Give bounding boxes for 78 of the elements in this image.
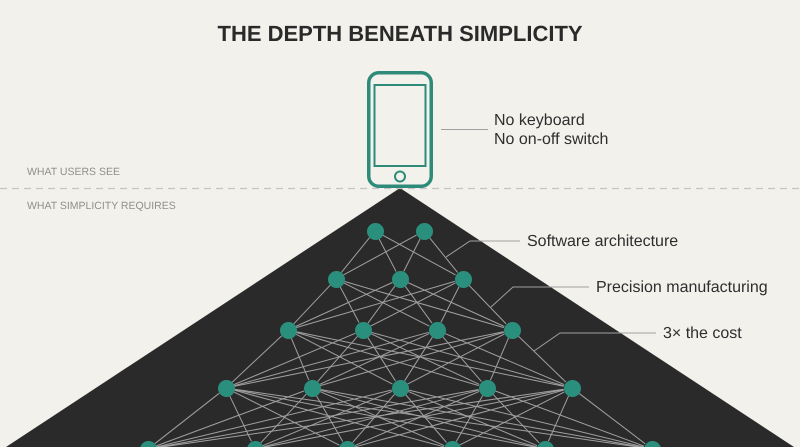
callout-label: 3× the cost bbox=[663, 324, 742, 342]
callout-label: Software architecture bbox=[527, 232, 678, 250]
connection-line bbox=[352, 394, 395, 444]
connection-line bbox=[319, 333, 430, 385]
connection-line bbox=[340, 237, 370, 273]
connection-line bbox=[319, 390, 445, 446]
callout-label: No keyboard bbox=[494, 110, 586, 130]
connection-line bbox=[428, 237, 458, 273]
connection-line bbox=[262, 390, 480, 447]
connection-line bbox=[320, 332, 504, 386]
connection-line bbox=[492, 394, 540, 444]
connection-line bbox=[296, 332, 480, 386]
connection-line bbox=[518, 335, 566, 383]
connection-line bbox=[229, 395, 252, 442]
connection-line bbox=[343, 234, 417, 276]
leader-line bbox=[534, 332, 656, 352]
section-label: WHAT USERS SEE bbox=[27, 166, 120, 178]
connection-line bbox=[154, 392, 220, 444]
connection-line bbox=[368, 285, 396, 324]
leader-line bbox=[490, 286, 590, 308]
connection-line bbox=[440, 286, 460, 323]
connection-line bbox=[407, 282, 505, 327]
connection-line bbox=[382, 234, 456, 276]
connection-line bbox=[317, 336, 358, 382]
connection-line bbox=[494, 390, 644, 447]
connection-line bbox=[459, 391, 565, 446]
connection-line bbox=[234, 332, 430, 386]
section-label: WHAT SIMPLICITY REQUIRES bbox=[27, 200, 176, 212]
connection-line bbox=[296, 280, 456, 328]
connection-line bbox=[343, 282, 430, 327]
connection-line bbox=[404, 336, 433, 382]
connection-line bbox=[156, 390, 392, 447]
callout-label: No on-off switch bbox=[494, 130, 608, 148]
connection-line bbox=[370, 332, 564, 386]
connection-line bbox=[456, 394, 484, 442]
connection-line bbox=[156, 390, 304, 446]
connection-line bbox=[296, 331, 564, 387]
connection-line bbox=[290, 337, 310, 381]
connection-line bbox=[262, 389, 564, 447]
callout-label: Precision manufacturing bbox=[596, 278, 768, 296]
connection-line bbox=[442, 336, 482, 382]
connection-line bbox=[370, 282, 456, 327]
connection-line bbox=[403, 238, 421, 272]
connection-line bbox=[468, 284, 507, 324]
connection-line bbox=[233, 391, 340, 446]
connection-line bbox=[490, 337, 510, 381]
connection-line bbox=[320, 390, 538, 447]
connection-line bbox=[293, 284, 331, 324]
connection-line bbox=[344, 280, 504, 328]
connection-line bbox=[233, 332, 356, 386]
connection-line bbox=[340, 286, 360, 323]
connection-line bbox=[578, 392, 646, 444]
connection-line bbox=[260, 394, 307, 444]
connection-line bbox=[444, 332, 565, 386]
connection-line bbox=[295, 333, 393, 385]
connection-line bbox=[316, 394, 344, 442]
connection-line bbox=[370, 333, 480, 385]
connection-line bbox=[548, 395, 570, 442]
connection-line bbox=[156, 389, 480, 447]
connection-line bbox=[407, 333, 505, 385]
connection-line bbox=[295, 282, 393, 327]
connection-line bbox=[234, 389, 538, 447]
smartphone-drawing bbox=[367, 71, 433, 188]
connection-line bbox=[262, 390, 393, 446]
leader-line bbox=[446, 240, 520, 258]
connection-line bbox=[378, 238, 397, 272]
connection-line bbox=[354, 390, 564, 447]
connection-line bbox=[354, 390, 480, 446]
connection-line bbox=[404, 285, 432, 324]
connection-line bbox=[407, 390, 538, 446]
connection-line bbox=[405, 394, 447, 443]
title: THE DEPTH BENEATH SIMPLICITY bbox=[218, 20, 583, 48]
connection-line bbox=[408, 390, 644, 447]
connection-line bbox=[234, 331, 504, 387]
connection-line bbox=[367, 336, 396, 382]
leader-line bbox=[440, 129, 488, 130]
connection-line bbox=[232, 335, 282, 383]
connection-line bbox=[234, 390, 444, 447]
